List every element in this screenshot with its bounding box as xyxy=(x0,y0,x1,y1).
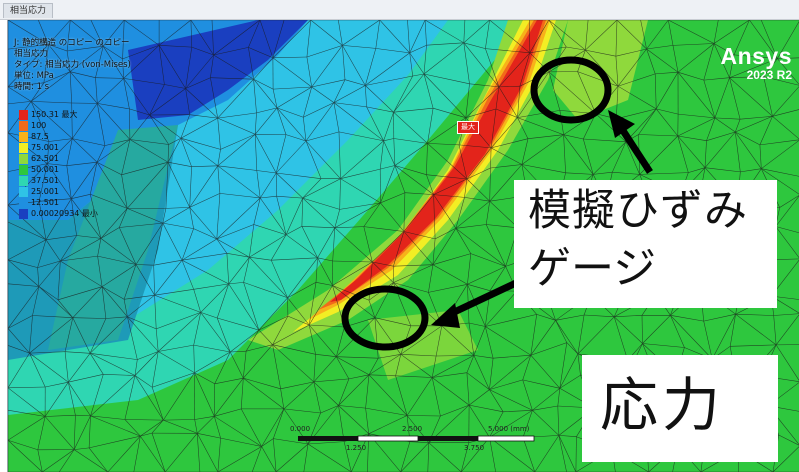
legend-swatch xyxy=(19,165,28,175)
legend-swatch xyxy=(19,209,28,219)
gauge-callout-box: 模擬ひずみ ゲージ xyxy=(514,180,777,308)
legend-swatch xyxy=(19,110,28,120)
info-line-2: 相当応力 xyxy=(14,49,49,59)
stress-label-box: 応力 xyxy=(582,355,778,462)
logo-name: Ansys xyxy=(720,43,792,69)
legend-label: 25.001 xyxy=(31,187,59,196)
legend-label: 87.5 xyxy=(31,132,49,141)
legend-label: 50.001 xyxy=(31,165,59,174)
legend-swatch xyxy=(19,187,28,197)
legend-label: 62.501 xyxy=(31,154,59,163)
stress-label: 応力 xyxy=(600,371,725,439)
legend-swatch xyxy=(19,198,28,208)
mesh-grid xyxy=(8,20,799,472)
legend-label: 0.00020934 最小 xyxy=(31,209,98,218)
logo-version: 2023 R2 xyxy=(746,68,792,82)
scale-tick-4: 5.000 (mm) xyxy=(488,425,530,433)
gauge-circle-lower xyxy=(341,285,429,351)
legend-label: 75.001 xyxy=(31,143,59,152)
info-line-4: 単位: MPa xyxy=(14,71,54,81)
info-line-3: タイプ: 相当応力 (von-Mises) xyxy=(14,60,131,70)
info-line-5: 時間: 1 s xyxy=(14,82,50,92)
legend-swatch xyxy=(19,176,28,186)
info-line-1: J: 静的構造 のコピー のコピー xyxy=(14,38,130,48)
ansys-logo: Ansys 2023 R2 xyxy=(720,44,792,82)
scale-tick-3: 3.750 xyxy=(464,444,485,452)
legend-swatch xyxy=(19,154,28,164)
title-bar: 相当応力 xyxy=(0,0,799,20)
legend-swatch xyxy=(19,132,28,142)
legend-label: 12.501 xyxy=(31,198,59,207)
scale-tick-1: 1.250 xyxy=(346,444,367,452)
legend-swatch xyxy=(19,143,28,153)
legend-swatch xyxy=(19,121,28,131)
callout-line-2: ゲージ xyxy=(528,244,657,294)
legend-label: 37.501 xyxy=(31,176,59,185)
scale-tick-0: 0.000 xyxy=(290,425,311,433)
result-info: J: 静的構造 のコピー のコピー 相当応力 タイプ: 相当応力 (von-Mi… xyxy=(14,38,131,93)
legend-label: 100 xyxy=(31,121,47,130)
callout-arrows xyxy=(431,110,653,328)
tab-stress[interactable]: 相当応力 xyxy=(3,3,54,18)
callout-line-1: 模擬ひずみ xyxy=(528,186,748,236)
scale-bar: 0.000 2.500 5.000 (mm) 1.250 3.750 xyxy=(288,422,538,462)
scale-tick-2: 2.500 xyxy=(402,425,423,433)
max-probe-label[interactable]: 最大 xyxy=(457,121,479,134)
legend-label: 150.31 最大 xyxy=(31,110,78,119)
gauge-circle-upper xyxy=(530,56,612,124)
